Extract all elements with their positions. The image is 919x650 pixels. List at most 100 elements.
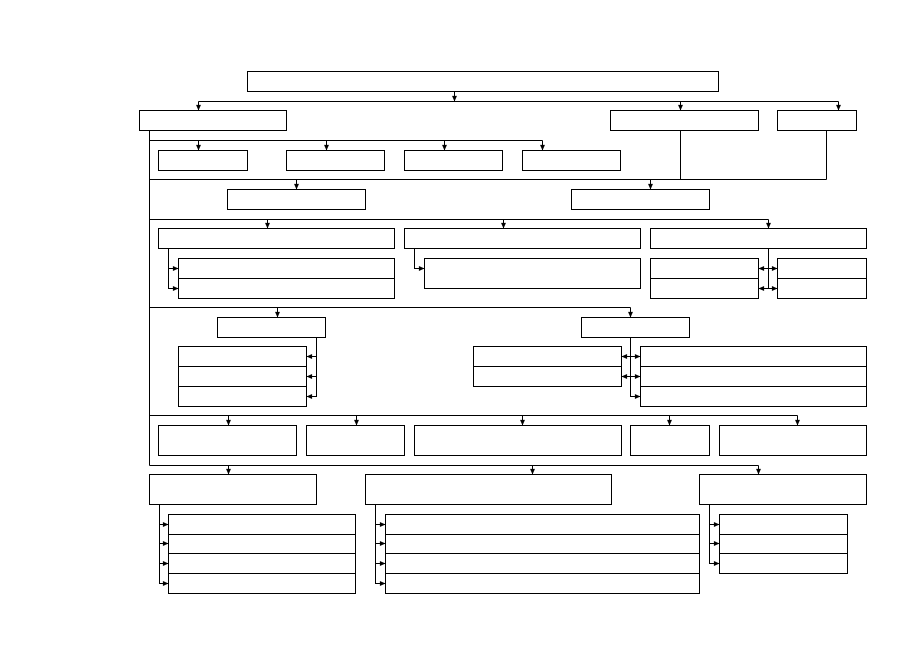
arrowhead-down-icon: [226, 419, 231, 426]
diagram-box-r2c: [404, 150, 503, 171]
diagram-box-r2d: [522, 150, 621, 171]
diagram-box-r7b-s3: [385, 553, 700, 574]
diagram-box-r6d: [630, 425, 710, 456]
diagram-box-r6c: [414, 425, 622, 456]
box-outline: [473, 366, 622, 387]
box-outline: [385, 553, 700, 574]
box-outline: [650, 228, 867, 249]
connector-line: [306, 337, 317, 397]
box-outline: [178, 278, 395, 299]
box-outline: [227, 189, 366, 210]
box-outline: [149, 474, 317, 505]
arrowhead-down-icon: [265, 222, 270, 229]
diagram-box-r2a: [158, 150, 248, 171]
arrowhead-right-icon: [418, 266, 425, 271]
box-outline: [777, 258, 867, 279]
diagram-box-r7c: [699, 474, 867, 505]
arrowhead-down-icon: [294, 183, 299, 190]
diagram-box-r7a-s1: [168, 514, 356, 535]
box-outline: [385, 514, 700, 535]
arrowhead-down-icon: [766, 222, 771, 229]
diagram-box-r4b: [404, 228, 641, 249]
diagram-box-r4c: [650, 228, 867, 249]
diagram-box-r5a: [217, 317, 326, 338]
box-outline: [610, 110, 759, 131]
box-outline: [217, 317, 326, 338]
diagram-box-r4c-l1: [650, 258, 759, 279]
box-outline: [640, 366, 867, 387]
box-outline: [650, 258, 759, 279]
arrowhead-down-icon: [196, 144, 201, 151]
box-outline: [719, 514, 848, 535]
box-outline: [168, 553, 356, 574]
diagram-box-l1-mid: [610, 110, 759, 131]
arrowhead-down-icon: [226, 468, 231, 475]
arrowhead-right-icon: [634, 374, 641, 379]
arrowhead-left-icon: [758, 266, 765, 271]
diagram-box-r6e: [719, 425, 867, 456]
diagram-box-r6b: [306, 425, 405, 456]
diagram-box-root: [247, 71, 719, 92]
box-outline: [640, 386, 867, 407]
arrowhead-down-icon: [196, 104, 201, 111]
box-outline: [719, 425, 867, 456]
arrowhead-down-icon: [520, 419, 525, 426]
diagram-box-r7c-s3: [719, 553, 848, 574]
arrowhead-right-icon: [162, 541, 169, 546]
arrowhead-down-icon: [628, 311, 633, 318]
box-outline: [777, 278, 867, 299]
box-outline: [178, 366, 307, 387]
diagram-box-r5b-r2: [640, 366, 867, 387]
box-outline: [178, 258, 395, 279]
arrowhead-down-icon: [324, 144, 329, 151]
diagram-box-r7b-s2: [385, 534, 700, 555]
diagram-box-r5a-s1: [178, 346, 307, 367]
arrowhead-down-icon: [275, 311, 280, 318]
diagram-box-r4a-sub1: [178, 258, 395, 279]
box-outline: [158, 425, 297, 456]
arrowhead-down-icon: [836, 104, 841, 111]
arrowhead-down-icon: [667, 419, 672, 426]
arrowhead-down-icon: [648, 183, 653, 190]
diagram-box-r3a: [227, 189, 366, 210]
arrowhead-down-icon: [530, 468, 535, 475]
arrowhead-right-icon: [172, 286, 179, 291]
box-outline: [178, 346, 307, 367]
diagram-box-r5a-s3: [178, 386, 307, 407]
diagram-box-r7c-s1: [719, 514, 848, 535]
arrowhead-right-icon: [379, 581, 386, 586]
arrowhead-down-icon: [452, 95, 457, 102]
arrowhead-right-icon: [713, 541, 720, 546]
box-outline: [168, 534, 356, 555]
box-outline: [404, 150, 503, 171]
box-outline: [571, 189, 710, 210]
arrowhead-down-icon: [354, 419, 359, 426]
arrowhead-right-icon: [162, 561, 169, 566]
arrowhead-right-icon: [634, 394, 641, 399]
box-outline: [650, 278, 759, 299]
box-outline: [306, 425, 405, 456]
box-outline: [365, 474, 612, 505]
arrowhead-down-icon: [442, 144, 447, 151]
arrowhead-layer: [162, 95, 841, 586]
diagram-box-l1-right: [777, 110, 857, 131]
box-outline: [178, 386, 307, 407]
diagram-box-r7a-s2: [168, 534, 356, 555]
arrowhead-down-icon: [756, 468, 761, 475]
arrowhead-right-icon: [162, 522, 169, 527]
arrowhead-left-icon: [306, 354, 313, 359]
box-outline: [404, 228, 641, 249]
diagram-box-r3b: [571, 189, 710, 210]
arrowhead-right-icon: [162, 581, 169, 586]
box-layer: [139, 71, 867, 594]
box-outline: [719, 553, 848, 574]
diagram-box-r6a: [158, 425, 297, 456]
box-outline: [168, 573, 356, 594]
box-outline: [630, 425, 710, 456]
diagram-box-r5b-r3: [640, 386, 867, 407]
connector-line: [630, 337, 641, 397]
arrowhead-left-icon: [306, 374, 313, 379]
box-outline: [139, 110, 287, 131]
diagram-box-r5b-l1: [473, 346, 622, 367]
diagram-box-r7b-s1: [385, 514, 700, 535]
